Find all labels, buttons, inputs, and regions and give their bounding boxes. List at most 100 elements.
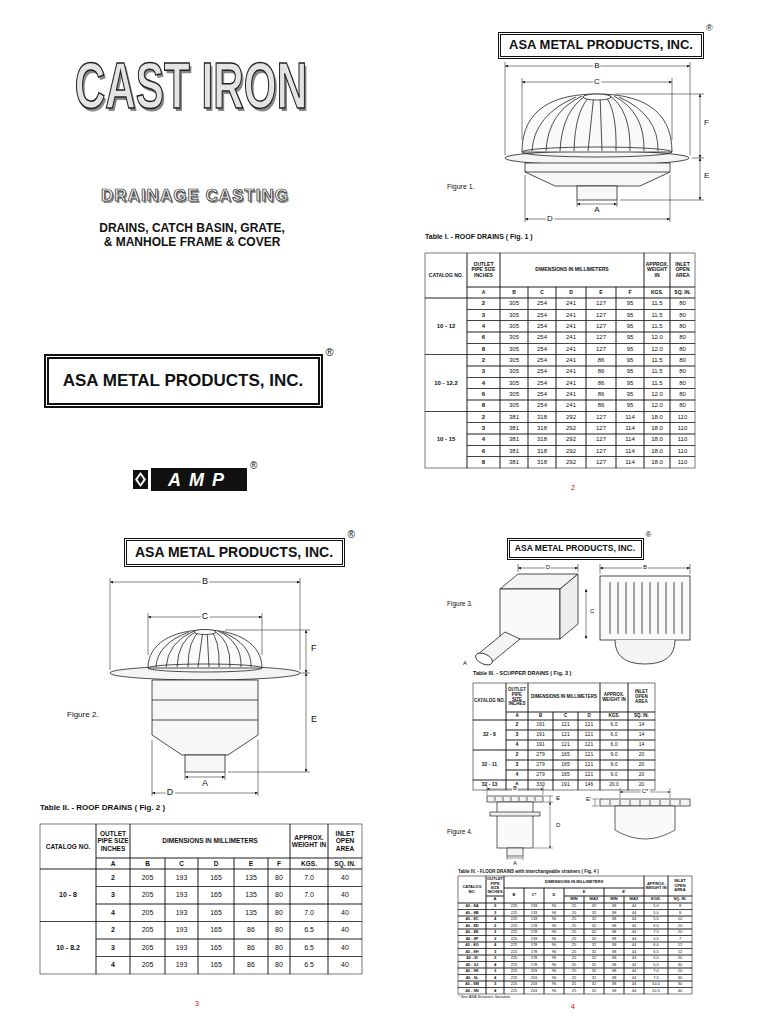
table-cell-border (644, 400, 670, 411)
table-cell: 292 (556, 445, 586, 456)
table-cell-border (564, 988, 584, 995)
table-cell-border (486, 942, 504, 949)
table-cell-border (644, 309, 670, 320)
table-cell: 225 (504, 949, 524, 956)
table-cell-border (268, 957, 290, 975)
table-cell: 165 (553, 750, 578, 760)
table-header: CATALOG NO. (40, 824, 96, 869)
table-cell: 12.0 (644, 400, 670, 411)
table-cell-border (556, 377, 586, 388)
table-cell-border (524, 981, 544, 988)
catalog-number: 40 - 9N (458, 988, 486, 995)
table-cell: 4 (486, 975, 504, 982)
table-cell-border (668, 876, 692, 896)
table-cell-border (506, 760, 528, 770)
table-cell: 80 (670, 389, 695, 400)
table-cell: 330 (528, 780, 553, 790)
table-cell-border (328, 824, 362, 858)
table-cell-border (467, 423, 500, 434)
table-cell: 241 (556, 355, 586, 366)
table-cell: 3 (486, 981, 504, 988)
table-cell-border (628, 730, 655, 740)
catalog-number: 40 - 9L (458, 975, 486, 982)
table-cell: 133 (524, 903, 544, 910)
table-cell-border (96, 824, 130, 858)
table-cell-border (528, 434, 556, 445)
table-cell-border (616, 366, 644, 377)
table-header: APPROX. WEIGHT IN (644, 253, 670, 287)
dimension-letter: F (703, 119, 710, 128)
table-cell: 2 (96, 922, 130, 940)
table-cell: 205 (130, 887, 165, 905)
table-cell: 32 (584, 988, 604, 995)
table-cell-border (528, 780, 553, 790)
table-cell-border (486, 903, 504, 910)
catalog-number: 10 - 8.2 (40, 922, 96, 975)
table-cell-border (504, 888, 524, 903)
table-cell: 205 (130, 957, 165, 975)
table-cell-border (458, 929, 486, 936)
table-cell-border (586, 389, 616, 400)
table-cell-border (458, 903, 486, 910)
table-header: D (556, 287, 586, 298)
table-cell: 146 (578, 780, 600, 790)
table-cell-border (425, 298, 467, 355)
table-cell-border (604, 981, 624, 988)
table-header: INLET OPEN AREA (668, 876, 692, 896)
table-cell: 241 (556, 332, 586, 343)
table-header: C* (524, 888, 544, 903)
table-cell: 38 (604, 949, 624, 956)
table-cell-border (486, 896, 504, 903)
table-header: A (467, 287, 500, 298)
table-cell-border (668, 975, 692, 982)
product-list: DRAINS, CATCH BASIN, GRATE, & MANHOLE FR… (72, 222, 312, 250)
registered-mark: ® (646, 530, 652, 539)
table-cell: 6.5 (290, 922, 328, 940)
company-name-box: ASA METAL PRODUCTS, INC. (124, 538, 345, 567)
table-header: C (165, 858, 198, 869)
dimension-lines-figure-1 (505, 62, 704, 222)
table-cell: 96 (544, 910, 564, 917)
table-cell-border (644, 457, 670, 468)
table-cell: 3 (467, 309, 500, 320)
table-cell: 32 (584, 955, 604, 962)
table-cell-border (644, 910, 668, 917)
table-cell-border (586, 287, 616, 298)
table-cell-border (670, 434, 695, 445)
table-cell: 193 (165, 887, 198, 905)
table-cell-border (600, 712, 628, 720)
table-cell-border (524, 955, 544, 962)
table-cell-border (486, 936, 504, 943)
table-header: B (130, 858, 165, 869)
table-cell-border (584, 975, 604, 982)
table-cell-border (96, 904, 130, 922)
table-cell-border (624, 988, 644, 995)
table-cell-border (198, 922, 234, 940)
table-cell: 20 (668, 929, 692, 936)
table-cell: 38 (604, 968, 624, 975)
table-cell: 95 (616, 321, 644, 332)
table-cell-border (578, 780, 600, 790)
table-cell-border (584, 936, 604, 943)
table-cell-border (616, 332, 644, 343)
table-cell-border (290, 858, 328, 869)
table-cell-border (506, 720, 528, 730)
table-cell: 381 (500, 411, 528, 422)
table-cell: 4 (506, 770, 528, 780)
table-cell-border (624, 923, 644, 930)
table-cell-border (486, 975, 504, 982)
table-cell-border (616, 321, 644, 332)
table-cell: 95 (616, 332, 644, 343)
table-cell: 38 (604, 936, 624, 943)
table-cell: 205 (130, 922, 165, 940)
table-cell: 80 (268, 939, 290, 957)
table-cell-border (268, 887, 290, 905)
catalog-number: 40 - 9I (458, 955, 486, 962)
table-cell-border (624, 903, 644, 910)
table-cell-border (644, 955, 668, 962)
table-cell: 11.5 (644, 298, 670, 309)
table-cell: 225 (504, 955, 524, 962)
table-cell: 12.0 (644, 389, 670, 400)
table-cell-border (500, 377, 528, 388)
dimension-letter: D (545, 564, 551, 571)
